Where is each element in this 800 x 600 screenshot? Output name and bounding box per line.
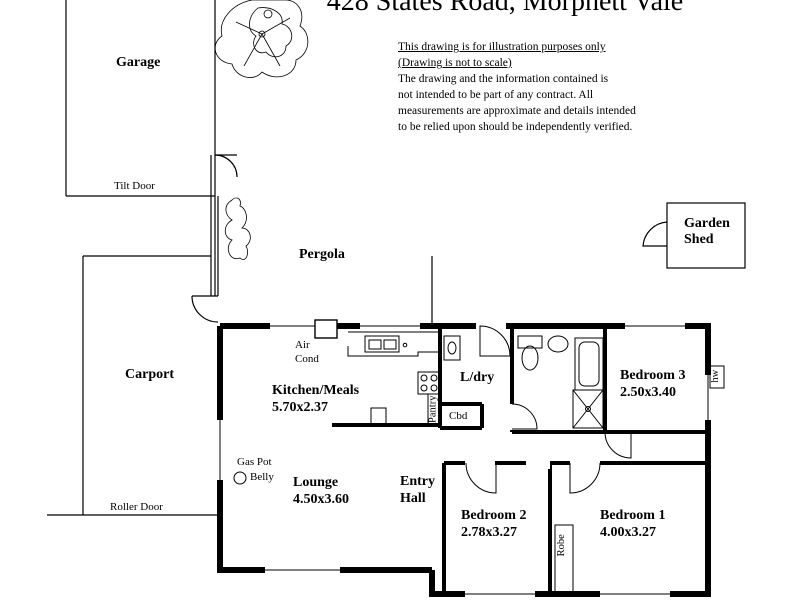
roller-door-label: Roller Door — [110, 501, 163, 513]
lounge-dimensions: 4.50x3.60 — [293, 492, 349, 507]
hot-water-label: hw — [710, 369, 722, 383]
house-walls — [217, 323, 711, 597]
kitchen-label: Kitchen/Meals — [272, 383, 360, 398]
bedroom-1-label: Bedroom 1 — [600, 508, 666, 523]
garden-shed-label-1: Garden — [684, 216, 730, 231]
hall-label: Hall — [400, 491, 426, 506]
bush-icon — [224, 197, 251, 260]
tree-icon — [214, 0, 309, 78]
tilt-door-label: Tilt Door — [114, 180, 155, 192]
windows — [215, 321, 713, 599]
entry-label: Entry — [400, 474, 435, 489]
air-cond-label-2: Cond — [295, 353, 319, 365]
garden-shed-label-2: Shed — [684, 232, 714, 247]
kitchen-fixtures — [233, 319, 441, 485]
disclaimer-line-3: The drawing and the information containe… — [398, 73, 609, 85]
robe-label: Robe — [555, 534, 567, 557]
garage-outline — [65, 0, 238, 197]
robe-outline — [554, 524, 574, 595]
interior-doors — [465, 321, 632, 494]
cupboard-label: Cbd — [449, 410, 468, 422]
bedroom-1-dimensions: 4.00x3.27 — [600, 525, 656, 540]
bedroom-3-dimensions: 2.50x3.40 — [620, 385, 676, 400]
kitchen-dimensions: 5.70x2.37 — [272, 400, 328, 415]
lounge-label: Lounge — [293, 475, 339, 490]
bedroom-2-label: Bedroom 2 — [461, 508, 527, 523]
carport-label: Carport — [125, 367, 174, 382]
gas-pot-label: Gas Pot — [237, 456, 272, 468]
interior-walls — [332, 326, 708, 594]
bedroom-2-dimensions: 2.78x3.27 — [461, 525, 517, 540]
garage-label: Garage — [116, 55, 161, 70]
address-title: 428 States Road, Morphett Vale — [326, 0, 684, 17]
disclaimer-line-1: This drawing is for illustration purpose… — [398, 41, 606, 53]
disclaimer-line-2: (Drawing is not to scale) — [398, 57, 512, 69]
disclaimer-line-6: to be relied upon should be independentl… — [398, 121, 633, 133]
disclaimer-line-5: measurements are approximate and details… — [398, 105, 636, 117]
pergola-carport-outline — [47, 196, 433, 516]
pantry-label: Pantry — [427, 395, 439, 423]
laundry-label: L/dry — [460, 370, 495, 385]
belly-label: Belly — [250, 471, 274, 483]
pergola-label: Pergola — [299, 247, 345, 262]
disclaimer-line-4: not intended to be part of any contract.… — [398, 89, 594, 101]
garden-shed-outline — [642, 202, 746, 269]
bathroom-fixtures — [443, 335, 725, 429]
air-cond-label-1: Air — [295, 339, 310, 351]
bedroom-3-label: Bedroom 3 — [620, 368, 686, 383]
